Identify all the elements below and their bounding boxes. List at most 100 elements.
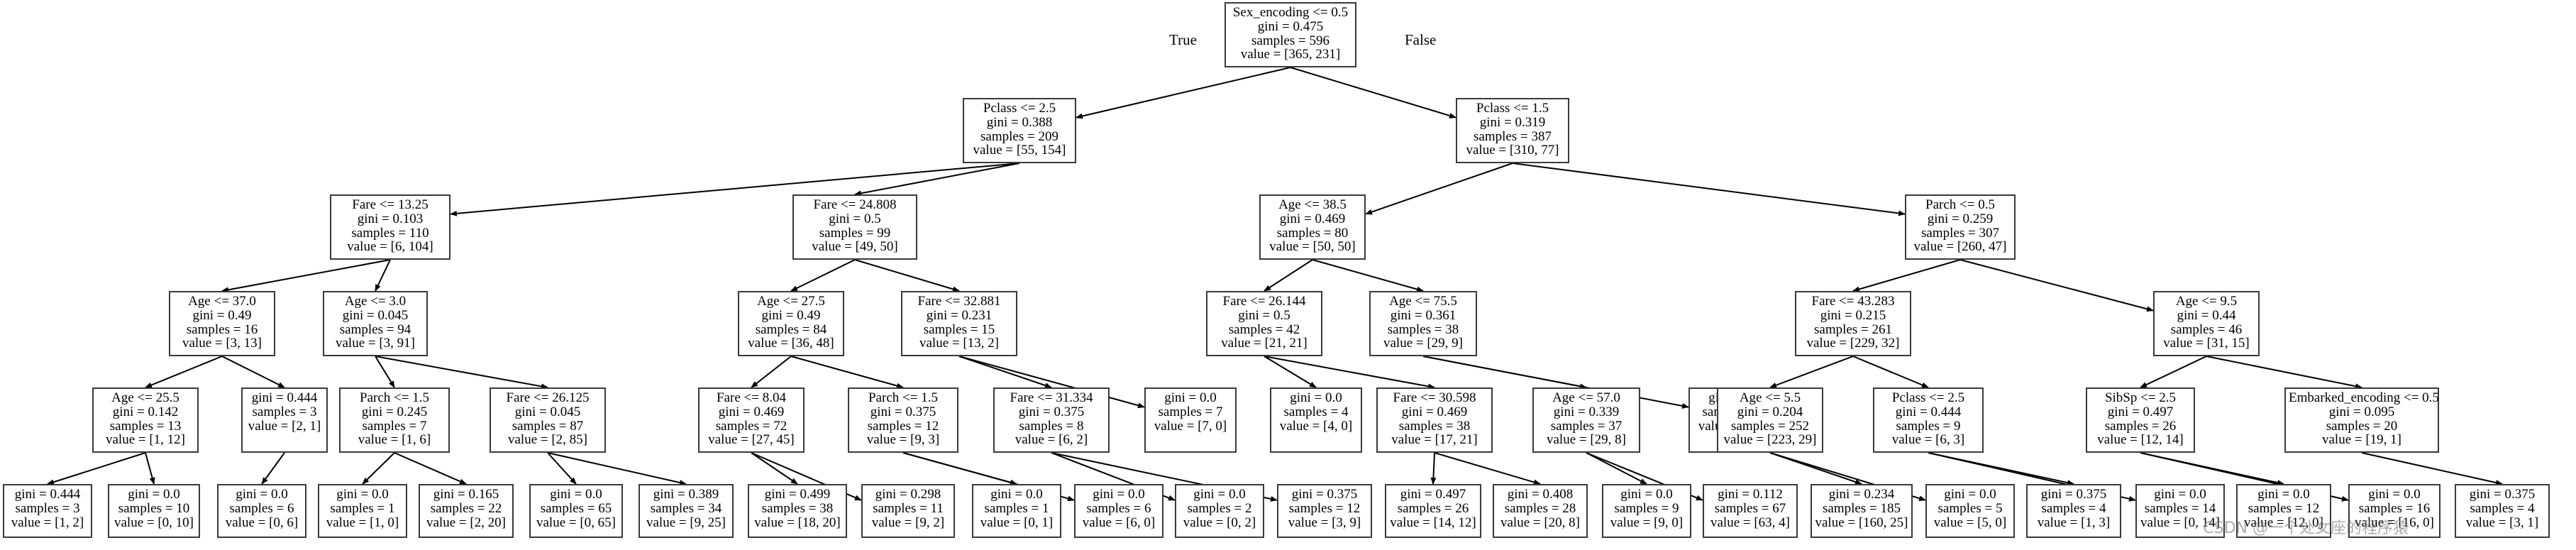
node-samples: samples = 7 xyxy=(362,418,427,434)
node-value: value = [63, 4] xyxy=(1710,515,1790,530)
node-samples: samples = 65 xyxy=(540,500,612,516)
node-samples: samples = 37 xyxy=(1550,418,1623,434)
tree-edge xyxy=(958,356,1052,388)
tree-edge xyxy=(261,452,285,485)
node-samples: samples = 99 xyxy=(819,225,891,241)
node-gini: gini = 0.388 xyxy=(986,114,1053,130)
node-samples: samples = 11 xyxy=(873,500,944,516)
node-samples: samples = 596 xyxy=(1251,33,1330,48)
tree-edge xyxy=(375,356,395,388)
node-value: value = [29, 9] xyxy=(1383,336,1463,351)
node-condition: Age <= 9.5 xyxy=(2175,294,2238,309)
node-gini: gini = 0.165 xyxy=(433,487,499,502)
node-value: value = [9, 2] xyxy=(871,515,945,530)
tree-edge xyxy=(547,452,687,485)
node-gini: gini = 0.444 xyxy=(251,390,318,405)
tree-edge xyxy=(47,452,146,485)
node-condition: Age <= 38.5 xyxy=(1278,197,1347,212)
tree-edge xyxy=(1852,356,1929,388)
node-value: value = [2, 1] xyxy=(248,418,321,434)
node-value: value = [4, 0] xyxy=(1279,418,1353,434)
node-gini: gini = 0.0 xyxy=(1290,390,1342,405)
tree-edge xyxy=(790,259,856,292)
node-gini: gini = 0.5 xyxy=(1238,307,1290,323)
node-value: value = [0, 65] xyxy=(536,515,616,530)
node-gini: gini = 0.475 xyxy=(1257,18,1324,34)
node-condition: Fare <= 26.125 xyxy=(506,390,590,405)
node-value: value = [2, 85] xyxy=(507,432,587,448)
node-samples: samples = 185 xyxy=(1823,500,1901,516)
node-value: value = [160, 25] xyxy=(1815,515,1908,530)
node-samples: samples = 9 xyxy=(1614,500,1679,516)
node-value: value = [3, 91] xyxy=(335,336,415,351)
node-gini: gini = 0.375 xyxy=(2040,487,2107,502)
node-gini: gini = 0.045 xyxy=(514,404,581,419)
node-condition: Fare <= 13.25 xyxy=(352,197,429,212)
tree-edge xyxy=(450,163,1020,216)
node-samples: samples = 6 xyxy=(229,500,294,516)
node-value: value = [310, 77] xyxy=(1466,143,1559,158)
node-samples: samples = 38 xyxy=(1398,418,1471,434)
node-value: value = [27, 45] xyxy=(708,432,795,448)
node-samples: samples = 28 xyxy=(1504,500,1576,516)
edge-label-false: False xyxy=(1405,31,1437,48)
node-gini: gini = 0.0 xyxy=(336,487,389,502)
node-value: value = [6, 0] xyxy=(1082,515,1156,530)
node-gini: gini = 0.0 xyxy=(2257,487,2310,502)
node-value: value = [260, 47] xyxy=(1913,239,2007,255)
node-samples: samples = 26 xyxy=(1397,500,1469,516)
node-gini: gini = 0.298 xyxy=(875,487,941,502)
node-value: value = [0, 2] xyxy=(1183,515,1256,530)
node-gini: gini = 0.469 xyxy=(1279,211,1346,226)
node-samples: samples = 209 xyxy=(980,128,1058,144)
tree-edge xyxy=(2206,356,2362,390)
node-value: value = [1, 6] xyxy=(358,432,431,448)
node-samples: samples = 12 xyxy=(1288,500,1361,516)
node-gini: gini = 0.095 xyxy=(2328,404,2395,419)
node-samples: samples = 67 xyxy=(1714,500,1786,516)
tree-edge xyxy=(1264,356,1317,388)
tree-edge xyxy=(394,452,467,485)
node-samples: samples = 6 xyxy=(1086,500,1151,516)
node-value: value = [0, 14] xyxy=(2140,515,2220,530)
node-samples: samples = 1 xyxy=(330,500,395,516)
node-samples: samples = 14 xyxy=(2144,500,2216,516)
node-gini: gini = 0.204 xyxy=(1737,404,1803,419)
node-condition: Pclass <= 1.5 xyxy=(1476,101,1549,116)
node-condition: Age <= 3.0 xyxy=(344,294,407,309)
node-condition: Sex_encoding <= 0.5 xyxy=(1232,5,1349,20)
node-samples: samples = 15 xyxy=(923,321,995,337)
tree-edge xyxy=(375,259,391,292)
edge-label-true: True xyxy=(1169,31,1197,48)
tree-edge xyxy=(1434,452,1541,485)
node-condition: Age <= 25.5 xyxy=(111,390,179,405)
node-value: value = [20, 8] xyxy=(1500,515,1580,530)
tree-edge xyxy=(221,259,391,293)
node-condition: Fare <= 26.144 xyxy=(1222,294,1306,309)
node-samples: samples = 8 xyxy=(1019,418,1084,434)
node-value: value = [49, 50] xyxy=(812,239,898,255)
node-gini: gini = 0.375 xyxy=(1018,404,1085,419)
node-condition: Age <= 5.5 xyxy=(1739,390,1801,405)
node-value: value = [16, 0] xyxy=(2354,515,2434,530)
node-gini: gini = 0.234 xyxy=(1828,487,1895,502)
node-samples: samples = 38 xyxy=(1387,321,1459,337)
node-samples: samples = 307 xyxy=(1921,225,1999,241)
tree-edge xyxy=(1264,356,1435,390)
node-condition: Age <= 57.0 xyxy=(1552,390,1620,405)
